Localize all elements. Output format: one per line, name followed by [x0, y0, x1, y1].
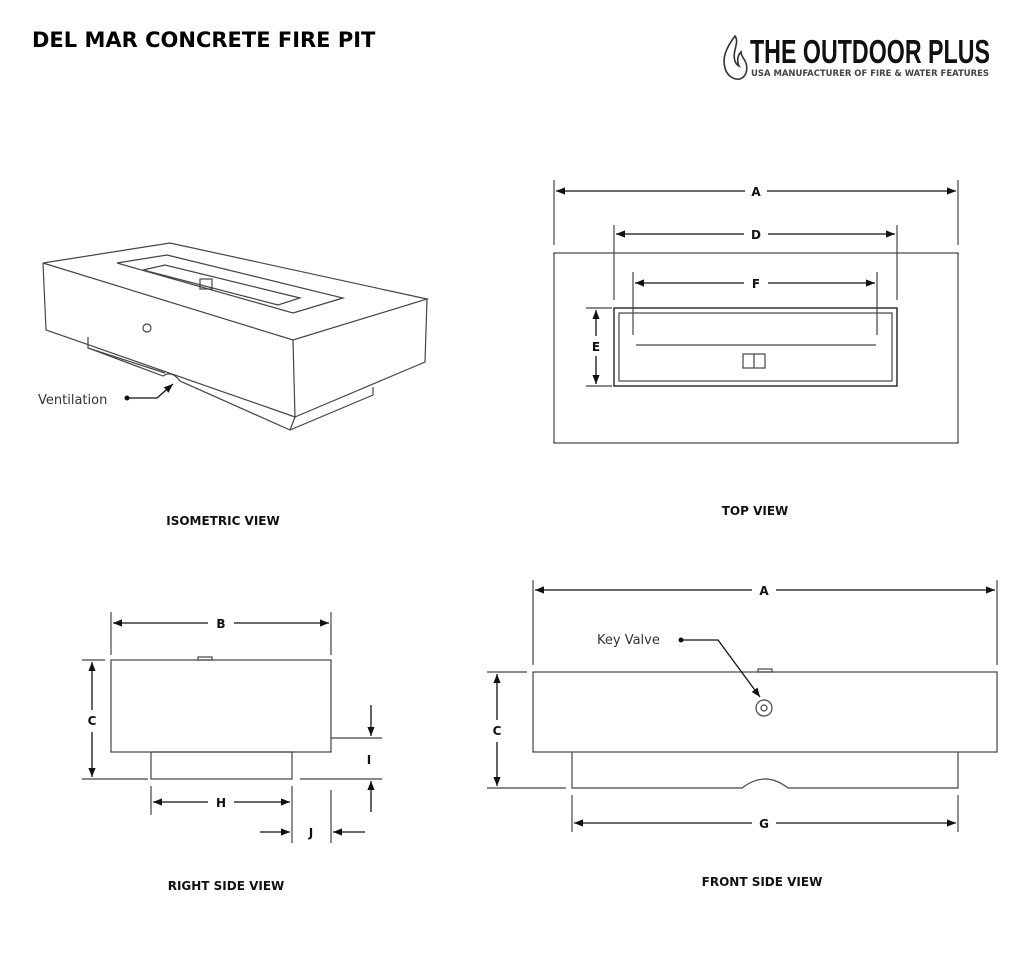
- dim-g-label: G: [759, 817, 769, 831]
- dim-h-label: H: [216, 796, 226, 810]
- dim-e-label: E: [592, 340, 600, 354]
- isometric-view-label: ISOMETRIC VIEW: [166, 514, 280, 528]
- brand-tagline: USA MANUFACTURER OF FIRE & WATER FEATURE…: [751, 69, 989, 79]
- top-view: A D F E TOP VIEW: [553, 180, 959, 518]
- dim-i-label: I: [367, 753, 371, 767]
- flame-icon: [723, 34, 748, 80]
- dim-j-label: J: [308, 826, 313, 840]
- ventilation-callout: Ventilation: [38, 393, 107, 408]
- page-title: DEL MAR CONCRETE FIRE PIT: [32, 28, 376, 52]
- dim-f-label: F: [752, 277, 760, 291]
- right-side-view: B C H I J RIGHT SIDE VIEW: [82, 612, 382, 893]
- front-side-view-label: FRONT SIDE VIEW: [702, 875, 823, 889]
- key-valve-callout: Key Valve: [597, 633, 660, 648]
- front-dim-a-label: A: [759, 584, 769, 598]
- front-side-view: A C G Key Valve FRONT SIDE VIEW: [487, 580, 998, 889]
- dim-a-label: A: [751, 185, 761, 199]
- dim-c-label: C: [88, 714, 97, 728]
- isometric-view: Ventilation ISOMETRIC VIEW: [38, 242, 430, 528]
- front-dim-c-label: C: [493, 724, 502, 738]
- dim-d-label: D: [751, 228, 761, 242]
- top-view-label: TOP VIEW: [722, 504, 789, 518]
- right-side-view-label: RIGHT SIDE VIEW: [168, 879, 285, 893]
- brand-logo: THE OUTDOOR PLUS USA MANUFACTURER OF FIR…: [723, 33, 990, 80]
- dim-b-label: B: [216, 617, 225, 631]
- brand-name: THE OUTDOOR PLUS: [750, 33, 990, 70]
